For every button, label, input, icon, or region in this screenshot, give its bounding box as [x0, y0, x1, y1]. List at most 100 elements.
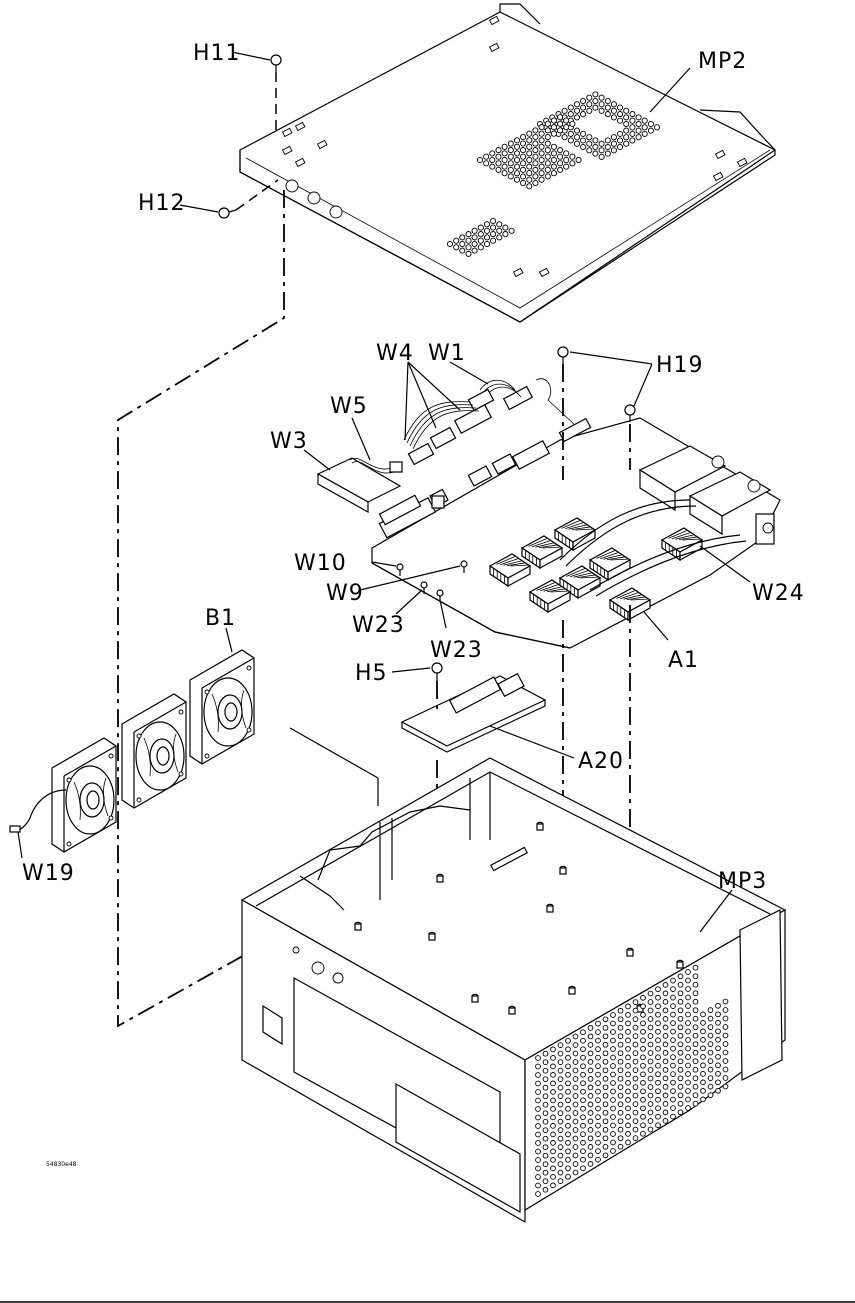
vent-hole: [707, 1041, 714, 1047]
vent-hole: [617, 1058, 624, 1065]
vent-hole: [550, 1157, 556, 1163]
vent-hole: [572, 1076, 579, 1082]
vent-hole: [707, 1032, 714, 1039]
vent-hole: [692, 1066, 699, 1073]
vent-hole: [715, 1045, 721, 1052]
vent-hole: [465, 231, 472, 238]
vent-hole: [580, 1114, 586, 1121]
vent-hole: [602, 1101, 609, 1108]
vent-hole: [563, 124, 570, 131]
vent-hole: [692, 1049, 699, 1056]
vent-hole: [489, 163, 496, 170]
vent-hole: [677, 1066, 684, 1073]
vent-hole: [587, 1076, 594, 1082]
vent-hole: [507, 153, 514, 160]
vent-hole: [670, 1037, 676, 1043]
label-w23-left: W23: [352, 613, 405, 638]
label-w4: W4: [376, 341, 414, 366]
vent-hole: [662, 1109, 669, 1116]
vent-hole: [477, 244, 484, 251]
vent-hole: [483, 240, 491, 248]
vent-hole: [685, 1011, 691, 1018]
vent-hole: [647, 1058, 654, 1065]
vent-hole: [707, 1049, 714, 1056]
vent-hole: [640, 1028, 646, 1035]
vent-hole: [573, 107, 581, 114]
label-h19: H19: [656, 353, 704, 378]
vent-hole: [610, 101, 617, 108]
vent-hole: [640, 994, 646, 1001]
label-a1: A1: [668, 648, 699, 673]
vent-hole: [623, 134, 630, 141]
vent-hole: [625, 1037, 631, 1044]
vent-hole: [632, 1118, 639, 1124]
vent-hole: [632, 1109, 639, 1116]
vent-hole: [465, 244, 472, 251]
vent-hole: [623, 114, 630, 121]
vent-hole: [647, 1024, 654, 1031]
vent-hole: [617, 1135, 624, 1142]
vent-hole: [647, 127, 654, 134]
vent-hole: [625, 1020, 631, 1027]
vent-hole: [507, 160, 514, 167]
vent-hole: [446, 240, 454, 248]
vent-hole: [542, 1110, 549, 1117]
vent-hole: [602, 1058, 609, 1065]
vent-hole: [598, 101, 605, 108]
vent-hole: [580, 1105, 586, 1112]
vent-hole: [520, 179, 527, 187]
label-mp2: MP2: [698, 49, 747, 74]
vent-hole: [632, 1024, 639, 1031]
vent-hole: [617, 137, 624, 144]
vent-hole: [655, 1037, 661, 1044]
vent-hole: [670, 1062, 676, 1069]
vent-hole: [625, 1139, 631, 1146]
vent-hole: [586, 107, 593, 114]
vent-hole: [635, 134, 642, 141]
vent-hole: [715, 1028, 721, 1035]
vent-hole: [598, 147, 605, 154]
vent-hole: [632, 1058, 639, 1065]
vent-hole: [677, 998, 684, 1005]
vent-hole: [471, 227, 478, 234]
fan-mount-line: [289, 727, 379, 779]
vent-hole: [565, 1105, 571, 1112]
label-w5: W5: [330, 394, 368, 419]
vent-hole: [572, 1033, 579, 1040]
vent-hole: [692, 973, 699, 980]
vent-hole: [715, 1070, 721, 1077]
vent-hole: [592, 150, 599, 157]
vent-hole: [595, 1063, 601, 1069]
vent-hole: [550, 156, 557, 164]
vent-hole: [625, 1122, 631, 1129]
vent-hole: [632, 1041, 639, 1048]
vent-hole: [526, 163, 533, 170]
standoff-icon: [508, 1005, 516, 1015]
vent-hole: [610, 1037, 616, 1044]
vent-hole: [677, 1049, 684, 1056]
vent-hole: [501, 143, 508, 150]
vent-hole: [640, 1079, 646, 1086]
vent-hole: [572, 1161, 579, 1167]
vent-hole: [617, 130, 624, 137]
vent-hole: [477, 231, 484, 238]
vent-hole: [625, 1088, 631, 1095]
vent-hole: [617, 1041, 624, 1048]
vent-hole: [557, 1118, 564, 1125]
vent-hole: [557, 1093, 564, 1099]
vent-hole: [544, 140, 551, 147]
vent-hole: [635, 120, 642, 128]
vent-hole: [535, 1063, 541, 1070]
vent-hole: [550, 1055, 556, 1061]
vent-hole: [685, 1045, 691, 1052]
vent-hole: [610, 140, 617, 147]
vent-hole: [700, 1028, 706, 1035]
vent-hole: [677, 1032, 684, 1039]
vent-hole: [610, 1054, 616, 1061]
vent-hole: [580, 1029, 586, 1036]
vent-hole: [538, 156, 545, 164]
vent-hole: [532, 133, 539, 141]
vent-hole: [610, 1139, 616, 1146]
vent-hole: [655, 1113, 661, 1120]
